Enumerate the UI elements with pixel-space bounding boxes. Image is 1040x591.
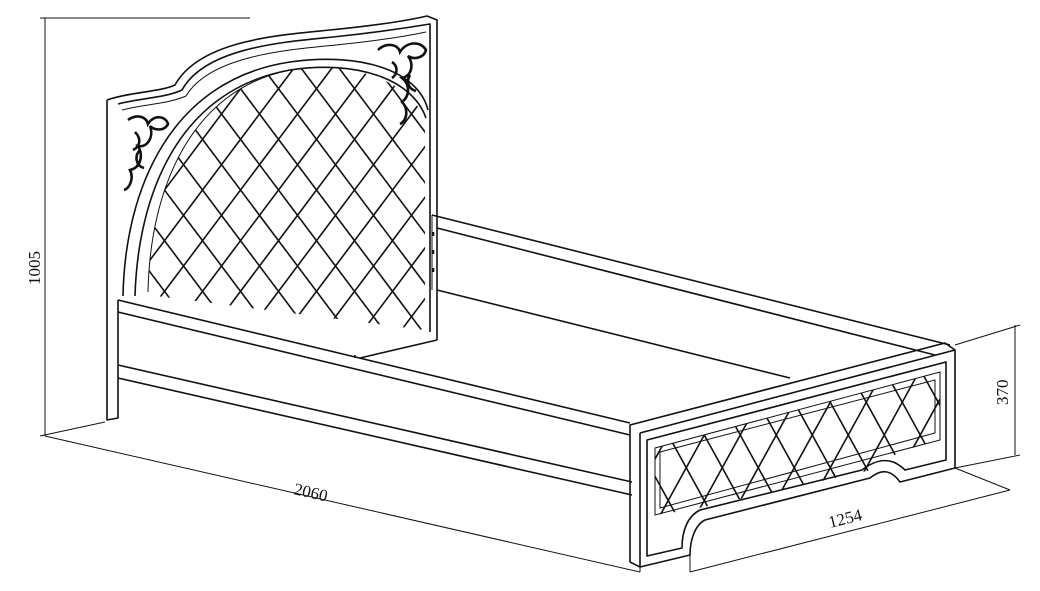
lattice-line: [0, 40, 11, 340]
lattice-line: [736, 40, 961, 340]
lattice-line: [546, 40, 771, 340]
lattice-line: [655, 372, 758, 515]
lattice-line: [850, 40, 1040, 340]
lattice-line: [148, 67, 354, 330]
bed-frame: [117, 214, 951, 496]
lattice-line: [774, 40, 999, 340]
lattice-line: [660, 40, 885, 340]
lattice-line: [328, 340, 433, 530]
lattice-line: [976, 340, 1040, 530]
lattice-line: [472, 340, 577, 530]
lattice-line: [292, 340, 397, 530]
lattice-line: [508, 340, 613, 530]
lattice-line: [850, 40, 1040, 340]
lattice-line: [736, 40, 961, 340]
lattice-line: [165, 67, 392, 330]
lattice-line: [279, 67, 425, 330]
lattice-line: [364, 340, 469, 530]
lattice-line: [508, 340, 613, 530]
lattice-line: [148, 67, 164, 330]
lattice-line: [544, 340, 649, 530]
lattice-line: [203, 67, 425, 330]
lattice-line: [1012, 340, 1040, 530]
lattice-line: [470, 40, 695, 340]
lattice-line: [655, 372, 686, 515]
lattice-line: [355, 67, 425, 330]
headboard-lattice: [0, 40, 1040, 340]
lattice-line: [544, 340, 649, 530]
lattice-line: [148, 67, 202, 330]
lattice-line: [148, 340, 253, 530]
lattice-line: [660, 40, 885, 340]
lattice-line: [184, 340, 289, 530]
dimension-height-label: 1005: [25, 251, 44, 285]
lattice-line: [292, 340, 397, 530]
lattice-line: [148, 340, 253, 530]
dimension-length-label: 2060: [292, 479, 329, 505]
lattice-line: [698, 40, 923, 340]
lattice-line: [976, 340, 1040, 530]
lattice-line: [148, 67, 316, 330]
lattice-line: [964, 40, 1040, 340]
lattice-line: [1002, 40, 1040, 340]
footboard-lattice: [40, 340, 1040, 530]
lattice-line: [0, 40, 49, 340]
lattice-line: [432, 40, 657, 340]
lattice-line: [400, 340, 505, 530]
lattice-line: [40, 340, 145, 530]
lattice-line: [432, 40, 657, 340]
lattice-line: [112, 340, 217, 530]
lattice-line: [687, 372, 794, 515]
lattice-line: [148, 67, 164, 330]
lattice-line: [926, 40, 1040, 340]
lattice-line: [812, 40, 1037, 340]
lattice-line: [622, 40, 847, 340]
lattice-line: [184, 340, 289, 530]
lattice-line: [436, 340, 541, 530]
dimension-width-label: 1254: [826, 505, 864, 532]
lattice-line: [812, 40, 1037, 340]
dimension-lines: [39, 17, 1021, 573]
lattice-line: [76, 340, 181, 530]
lattice-line: [400, 340, 505, 530]
lattice-line: [393, 67, 425, 330]
lattice-line: [622, 40, 847, 340]
lattice-line: [472, 340, 577, 530]
lattice-line: [888, 40, 1040, 340]
lattice-line: [0, 40, 49, 340]
lattice-line: [317, 67, 425, 330]
lattice-line: [698, 40, 923, 340]
lattice-line: [1002, 40, 1040, 340]
lattice-line: [241, 67, 425, 330]
lattice-line: [148, 67, 240, 330]
lattice-line: [964, 40, 1040, 340]
lattice-line: [774, 40, 999, 340]
lattice-line: [0, 40, 11, 340]
lattice-line: [1012, 340, 1040, 530]
lattice-line: [328, 340, 433, 530]
lattice-line: [723, 372, 830, 515]
lattice-line: [148, 67, 202, 330]
lattice-line: [0, 40, 87, 340]
lattice-line: [76, 340, 181, 530]
lattice-line: [393, 67, 425, 330]
footboard: [40, 340, 1040, 568]
lattice-line: [888, 40, 1040, 340]
lattice-line: [40, 340, 145, 530]
lattice-line: [355, 67, 425, 330]
lattice-line: [112, 340, 217, 530]
lattice-line: [364, 340, 469, 530]
lattice-line: [926, 40, 1040, 340]
lattice-line: [0, 40, 87, 340]
ornament-right: [377, 42, 428, 126]
lattice-line: [317, 67, 425, 330]
dimension-footboard-height-label: 370: [993, 380, 1012, 406]
lattice-line: [470, 40, 695, 340]
ornament-left: [123, 115, 170, 192]
lattice-line: [546, 40, 771, 340]
lattice-line: [436, 340, 541, 530]
